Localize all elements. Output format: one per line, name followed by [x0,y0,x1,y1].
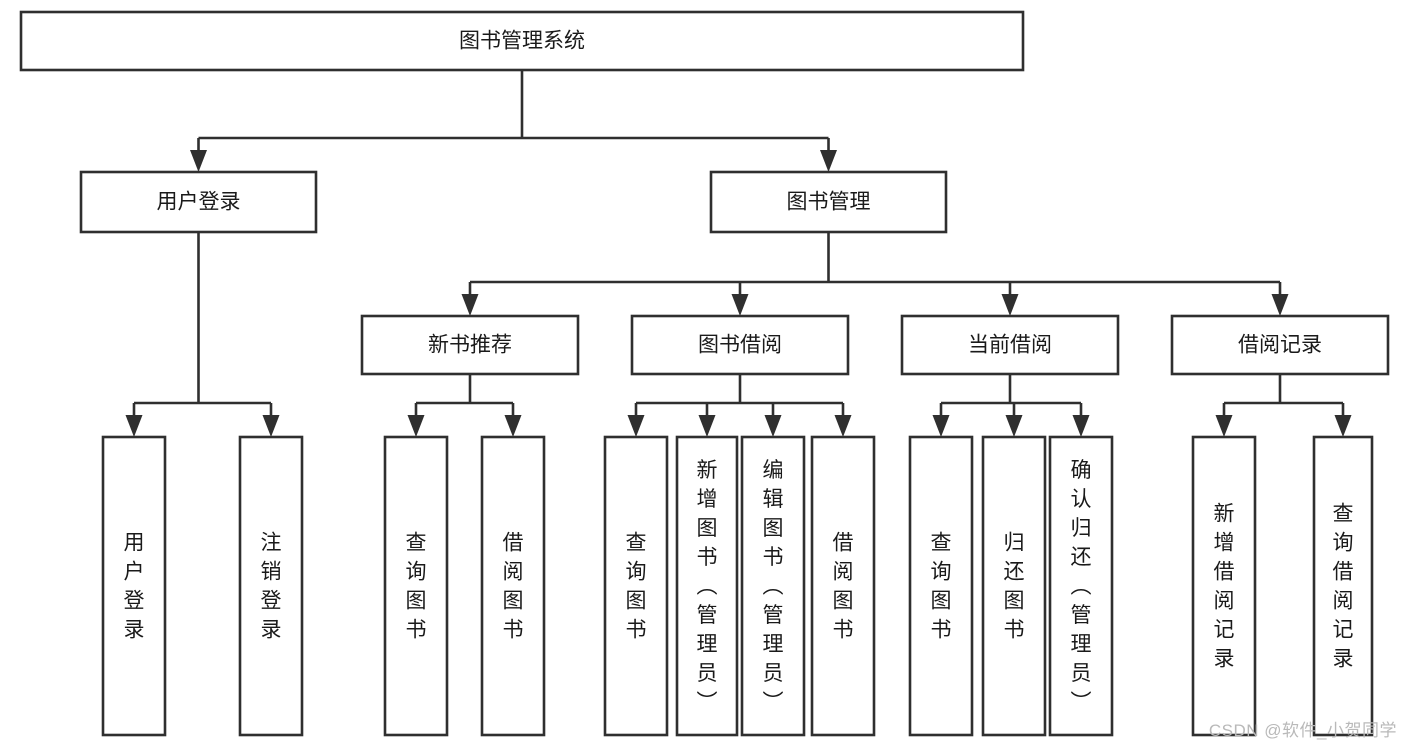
node-label: 当前借阅 [968,334,1052,357]
arrow-head-icon [627,415,645,437]
arrow-head-icon [461,294,479,316]
edge-group-borrow_record [1215,374,1352,437]
arrow-head-icon [125,415,143,437]
node-box [675,435,739,737]
node-user-login[interactable]: 用户登录 [79,170,318,234]
node-label: 图书借阅 [698,334,782,357]
node-label: 新书推荐 [428,334,512,357]
node-box [1312,435,1374,737]
node-current-borrow[interactable]: 当前借阅 [900,314,1120,376]
edge-group-book_borrow [627,374,852,437]
node-label: 新增图书︵管理员︶ [697,459,718,714]
arrow-head-icon [1072,415,1090,437]
node-leaf-query-record[interactable]: 查询借阅记录 [1312,435,1374,737]
node-root[interactable]: 图书管理系统 [19,10,1025,72]
node-borrow-record[interactable]: 借阅记录 [1170,314,1390,376]
node-label: 查询借阅记录 [1333,502,1354,670]
arrow-head-icon [407,415,425,437]
edge-group-new_book_rec [407,374,522,437]
node-new-book-rec[interactable]: 新书推荐 [360,314,580,376]
node-box [480,435,546,737]
node-box [810,435,876,737]
node-box [79,170,318,234]
arrow-head-icon [504,415,522,437]
edge-group-current_borrow [932,374,1090,437]
node-leaf-query-book-3[interactable]: 查询图书 [908,435,974,737]
node-leaf-query-book-2[interactable]: 查询图书 [603,435,669,737]
node-label: 图书管理 [787,191,871,214]
node-book-borrow[interactable]: 图书借阅 [630,314,850,376]
node-leaf-logout[interactable]: 注销登录 [238,435,304,737]
node-box [383,435,449,737]
arrow-head-icon [731,294,749,316]
node-leaf-borrow-book-1[interactable]: 借阅图书 [480,435,546,737]
node-label: 借阅记录 [1238,334,1322,357]
node-leaf-add-record[interactable]: 新增借阅记录 [1191,435,1257,737]
node-box [19,10,1025,72]
node-label: 查询图书 [626,531,647,641]
node-label: 用户登录 [124,531,145,641]
arrow-head-icon [834,415,852,437]
node-box [1170,314,1390,376]
edge-layer [125,70,1352,437]
node-leaf-add-book[interactable]: 新增图书︵管理员︶ [675,435,739,737]
node-box [709,170,948,234]
arrow-head-icon [1334,415,1352,437]
node-leaf-confirm-return[interactable]: 确认归还︵管理员︶ [1048,435,1114,737]
arrow-head-icon [1001,294,1019,316]
node-label: 借阅图书 [503,531,524,641]
arrow-head-icon [932,415,950,437]
arrow-head-icon [698,415,716,437]
node-box [238,435,304,737]
arrow-head-icon [262,415,280,437]
node-label: 注销登录 [261,531,282,641]
node-leaf-query-book-1[interactable]: 查询图书 [383,435,449,737]
node-box [101,435,167,737]
node-box [740,435,806,737]
node-label: 查询图书 [406,531,427,641]
node-label: 借阅图书 [833,531,854,641]
node-label: 新增借阅记录 [1214,502,1235,670]
node-box [981,435,1047,737]
node-box [630,314,850,376]
node-box [1191,435,1257,737]
edge-group-user_login [125,232,280,437]
arrow-head-icon [764,415,782,437]
node-leaf-return-book[interactable]: 归还图书 [981,435,1047,737]
node-leaf-user-login[interactable]: 用户登录 [101,435,167,737]
edge-group-root [190,70,837,172]
node-box [360,314,580,376]
node-book-mgmt[interactable]: 图书管理 [709,170,948,234]
arrow-head-icon [820,150,837,172]
node-label: 查询图书 [931,531,952,641]
arrow-head-icon [1005,415,1023,437]
arrow-head-icon [1271,294,1289,316]
watermark: CSDN @软件_小贺同学 [1208,721,1397,740]
edge-group-book_mgmt [461,232,1289,316]
node-label: 编辑图书︵管理员︶ [763,459,784,714]
arrow-head-icon [190,150,207,172]
node-layer: 图书管理系统用户登录图书管理新书推荐图书借阅当前借阅借阅记录用户登录注销登录查询… [19,10,1390,737]
node-label: 图书管理系统 [459,30,585,53]
node-box [603,435,669,737]
node-box [900,314,1120,376]
node-label: 归还图书 [1004,531,1025,641]
node-leaf-edit-book[interactable]: 编辑图书︵管理员︶ [740,435,806,737]
node-label: 用户登录 [157,191,241,214]
node-box [908,435,974,737]
node-leaf-borrow-book-2[interactable]: 借阅图书 [810,435,876,737]
arrow-head-icon [1215,415,1233,437]
node-box [1048,435,1114,737]
node-label: 确认归还︵管理员︶ [1071,459,1092,714]
